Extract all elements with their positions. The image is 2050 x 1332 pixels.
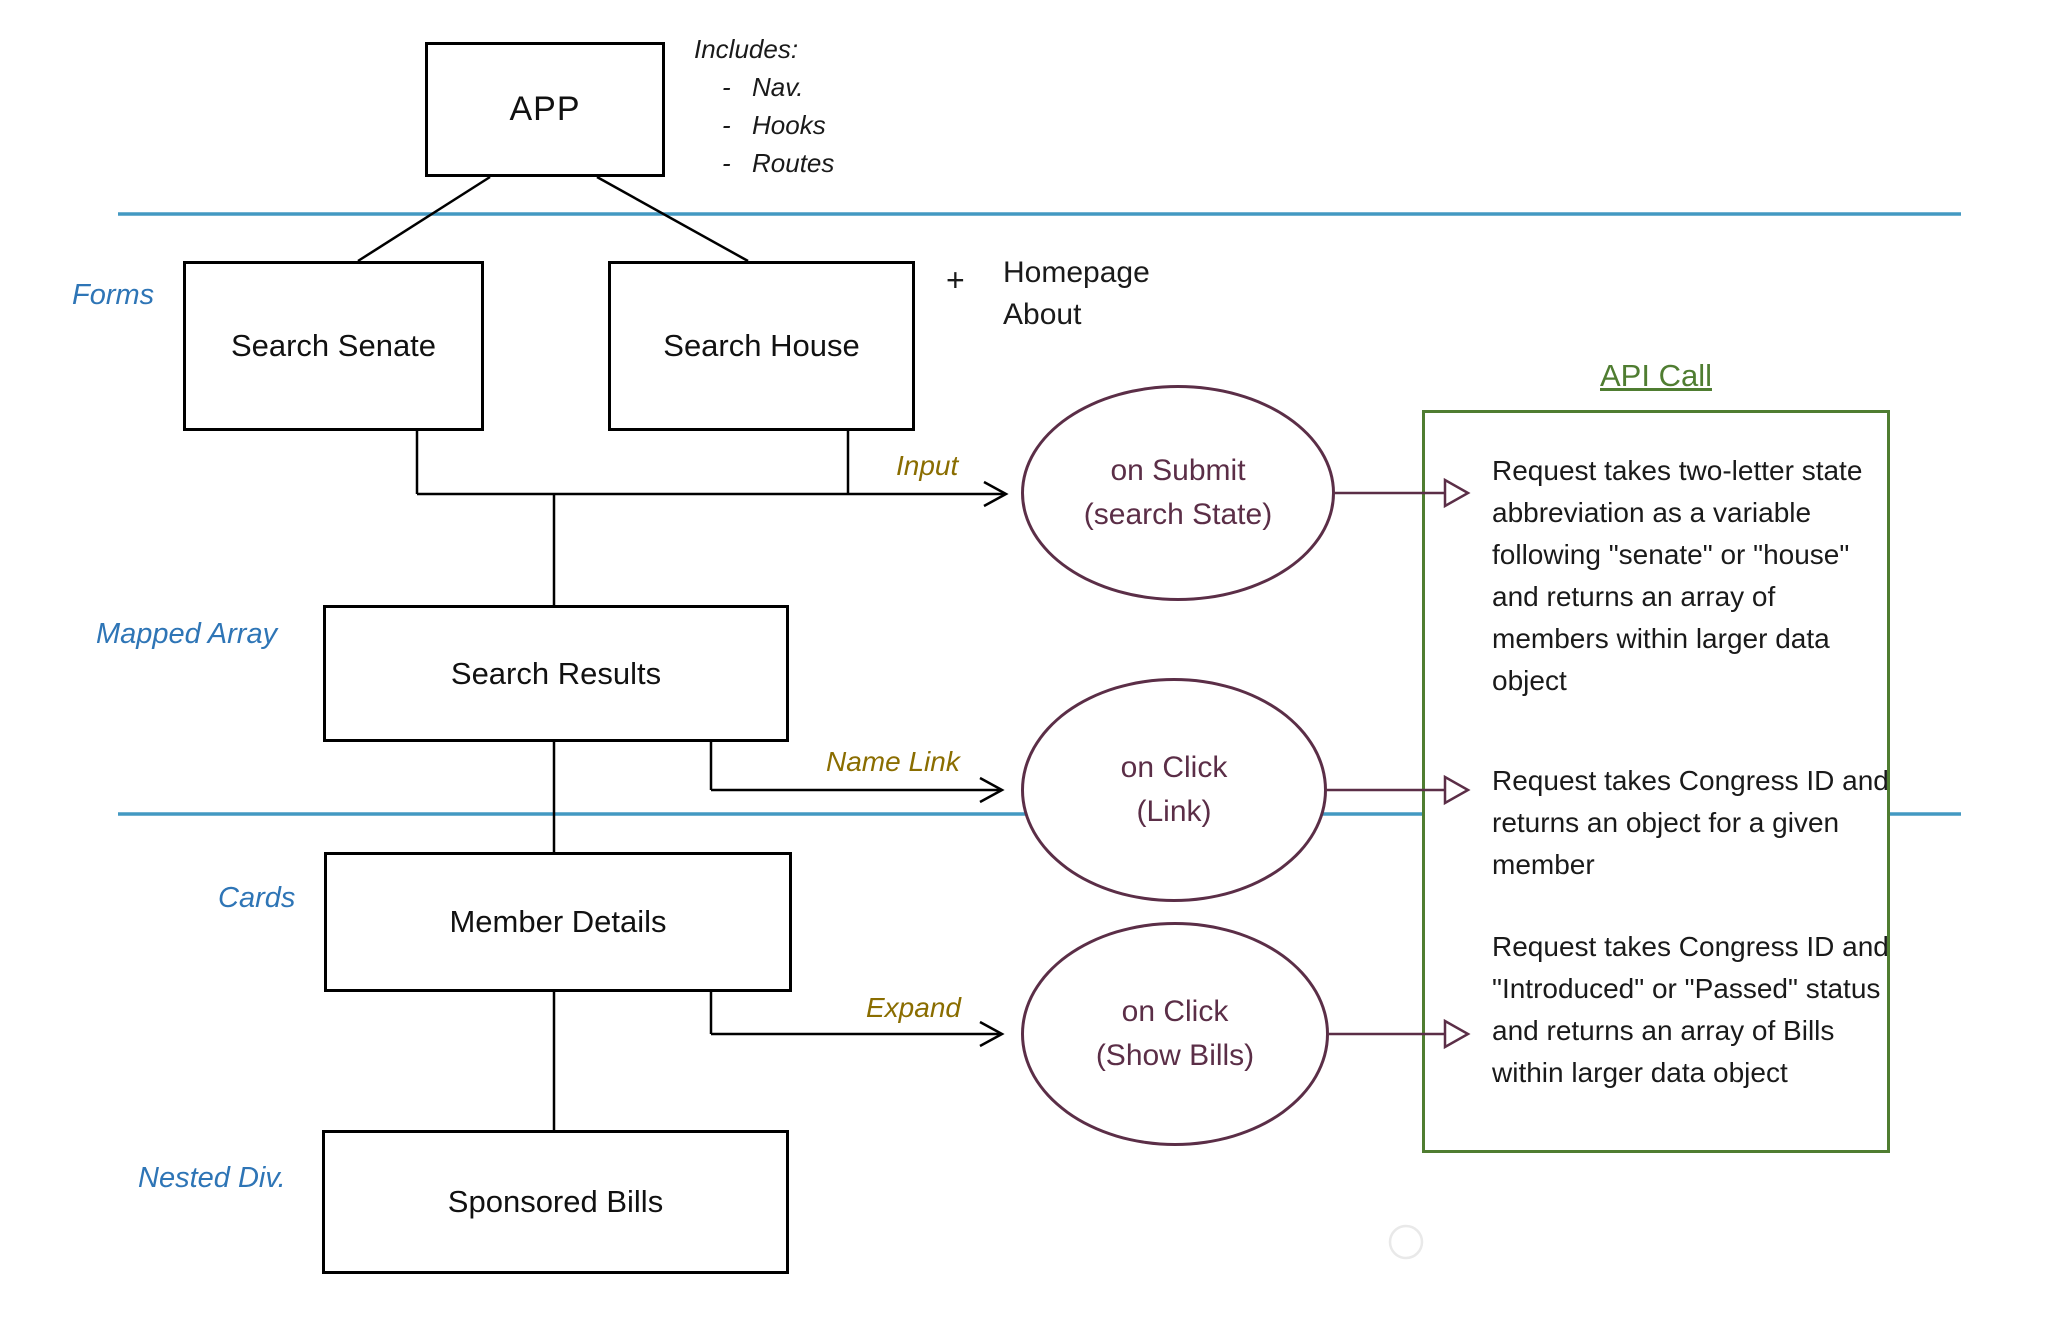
- pages-note: Homepage About: [1003, 252, 1150, 336]
- event-title: on Click: [1120, 751, 1228, 784]
- plus-sign: +: [946, 262, 965, 298]
- row-label-forms: Forms: [72, 279, 155, 311]
- row-label-nested-div: Nested Div.: [138, 1162, 286, 1194]
- edge-label-expand: Expand: [866, 992, 961, 1023]
- event-ellipse-on-click-show-bills: on Click (Show Bills): [1021, 922, 1329, 1146]
- edge-label-name-link: Name Link: [826, 746, 960, 777]
- event-title: on Click: [1121, 995, 1229, 1028]
- api-paragraph-bills: Request takes Congress ID and "Introduce…: [1492, 931, 1889, 1088]
- arrowhead-onclick-showbills: [979, 1020, 1005, 1048]
- box-member-details-label: Member Details: [449, 904, 667, 939]
- includes-note: Includes: - Nav. - Hooks - Routes: [694, 30, 834, 182]
- api-call-title: API Call: [1600, 358, 1712, 393]
- edge-app-to-senate: [357, 175, 491, 263]
- box-sponsored-bills: Sponsored Bills: [322, 1130, 789, 1274]
- row-label-mapped-array: Mapped Array: [96, 618, 278, 650]
- box-search-senate-label: Search Senate: [230, 328, 437, 363]
- box-search-results-label: Search Results: [450, 655, 662, 691]
- box-member-details: Member Details: [324, 852, 792, 992]
- bullet-dash: -: [722, 110, 731, 140]
- includes-heading: Includes:: [694, 34, 799, 64]
- event-subtitle: (Show Bills): [1095, 1039, 1255, 1072]
- box-app-label: APP: [509, 90, 581, 128]
- arrowhead-onclick-link: [979, 776, 1005, 804]
- bullet-dash: -: [722, 148, 731, 178]
- box-app: APP: [425, 42, 665, 177]
- edge-app-to-house: [596, 175, 749, 263]
- box-search-senate: Search Senate: [183, 261, 484, 431]
- box-search-house: Search House: [608, 261, 915, 431]
- event-subtitle: (Link): [1136, 795, 1212, 828]
- event-title: on Submit: [1110, 454, 1246, 487]
- event-subtitle: (search State): [1083, 498, 1273, 531]
- api-paragraph-member: Request takes Congress ID and returns an…: [1492, 765, 1889, 880]
- includes-item-hooks: - Hooks: [694, 106, 834, 144]
- event-ellipse-on-submit: on Submit (search State): [1021, 385, 1335, 601]
- pages-note-about: About: [1003, 298, 1082, 331]
- arrowhead-onsubmit: [983, 480, 1009, 508]
- api-call-panel: [1422, 410, 1890, 1153]
- box-search-house-label: Search House: [663, 328, 860, 363]
- box-search-results: Search Results: [323, 605, 789, 742]
- bullet-dash: -: [722, 72, 731, 102]
- row-label-cards: Cards: [218, 882, 296, 914]
- faint-stray-circle: [1388, 1224, 1424, 1260]
- pages-note-homepage: Homepage: [1003, 256, 1150, 289]
- box-sponsored-bills-label: Sponsored Bills: [447, 1184, 664, 1219]
- includes-item-nav: - Nav.: [694, 68, 834, 106]
- event-ellipse-on-click-link: on Click (Link): [1021, 678, 1327, 902]
- includes-item-routes: - Routes: [694, 144, 834, 182]
- api-paragraph-senate-house: Request takes two-letter state abbreviat…: [1492, 455, 1863, 696]
- edge-label-input: Input: [896, 450, 959, 481]
